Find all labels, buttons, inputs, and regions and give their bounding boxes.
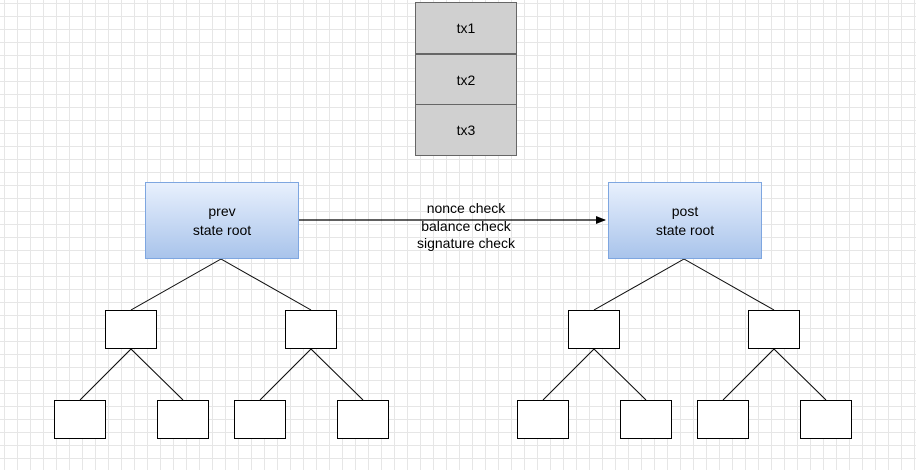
tree-edge: [722, 348, 775, 401]
post-tree-mid-node-left: [568, 310, 620, 349]
post-tree-leaf-node: [800, 400, 852, 439]
validation-checks-label: nonce check balance check signature chec…: [396, 200, 536, 253]
nonce-check-text: nonce check: [426, 200, 506, 216]
tree-edge: [310, 348, 364, 401]
prev-state-root-box: prev state root: [145, 182, 299, 259]
prev-tree-leaf-node: [157, 400, 209, 439]
tree-edge: [220, 258, 312, 311]
tree-edge: [593, 348, 647, 401]
tree-edge: [130, 258, 222, 311]
prev-root-line2: state root: [192, 221, 252, 238]
tx-label: tx3: [456, 122, 476, 138]
prev-tree-mid-node-right: [285, 310, 337, 349]
tx-label: tx1: [456, 20, 476, 36]
prev-tree-mid-node-left: [105, 310, 157, 349]
tree-edge: [683, 258, 775, 311]
post-root-line1: post: [671, 202, 699, 219]
tree-edge: [773, 348, 827, 401]
tree-edge: [130, 348, 184, 401]
tx-label: tx2: [456, 72, 476, 88]
tx-block-1: tx1: [415, 2, 517, 54]
post-tree-leaf-node: [620, 400, 672, 439]
signature-check-text: signature check: [416, 235, 516, 251]
tx-block-2: tx2: [415, 54, 517, 106]
post-tree-leaf-node: [697, 400, 749, 439]
prev-tree-leaf-node: [337, 400, 389, 439]
tree-edge: [79, 348, 132, 401]
tree-edge: [593, 258, 685, 311]
post-state-root-box: post state root: [608, 182, 762, 259]
post-root-line2: state root: [655, 221, 715, 238]
tree-edge: [259, 348, 312, 401]
tree-edge: [542, 348, 595, 401]
post-tree-leaf-node: [517, 400, 569, 439]
prev-root-line1: prev: [208, 202, 236, 219]
tx-block-3: tx3: [415, 104, 517, 156]
post-tree-mid-node-right: [748, 310, 800, 349]
prev-tree-leaf-node: [234, 400, 286, 439]
balance-check-text: balance check: [421, 217, 511, 234]
prev-tree-leaf-node: [54, 400, 106, 439]
